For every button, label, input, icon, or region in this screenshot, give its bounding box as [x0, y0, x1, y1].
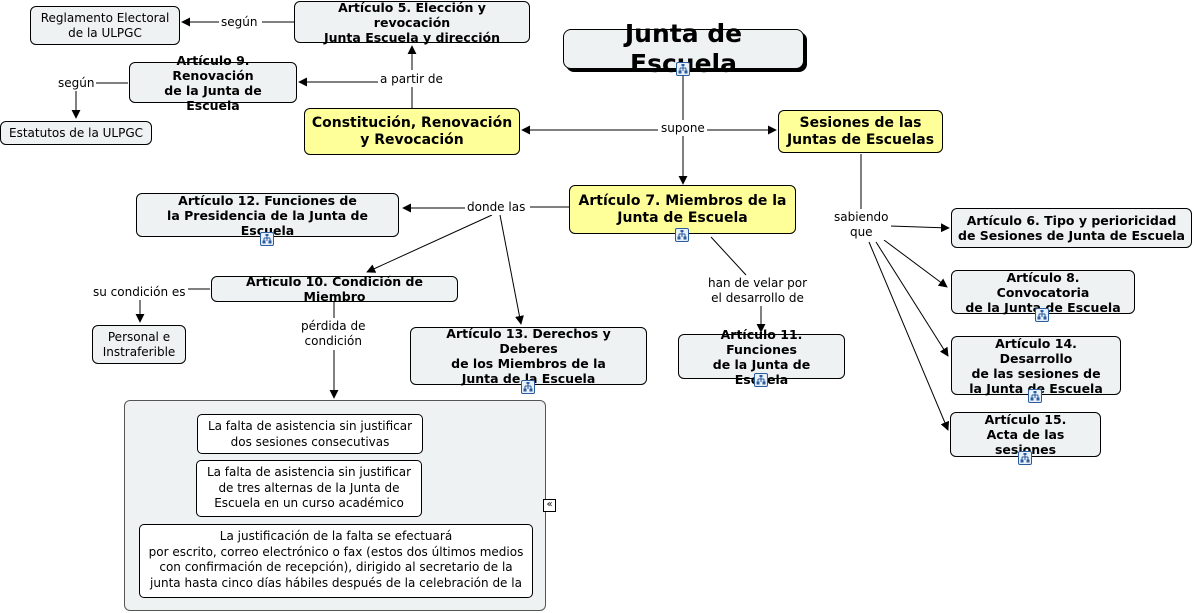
node-art14-label: Artículo 14. Desarrollo de las sesiones …	[969, 335, 1103, 396]
node-art12-label: Artículo 12. Funciones de la Presidencia…	[167, 192, 368, 238]
resource-icon[interactable]	[1035, 308, 1049, 322]
resource-icon[interactable]	[260, 232, 274, 246]
link-label-velar: han de velar por el desarrollo de	[706, 276, 810, 306]
link-label-segun: según	[56, 76, 97, 91]
node-art8-label: Artículo 8. Convocatoria de la Junta de …	[965, 269, 1121, 315]
link-label-a-partir-de: a partir de	[378, 72, 445, 87]
group-item[interactable]: La falta de asistencia sin justificar de…	[196, 460, 422, 517]
group-item[interactable]: La falta de asistencia sin justificar do…	[197, 414, 423, 454]
resource-icon[interactable]	[1028, 389, 1042, 403]
node-art8[interactable]: Artículo 8. Convocatoria de la Junta de …	[951, 269, 1135, 315]
node-art7-label: Artículo 7. Miembros de la Junta de Escu…	[578, 192, 787, 226]
node-art10-label: Artículo 10. Condición de Miembro	[246, 274, 423, 304]
resource-icon[interactable]	[1018, 451, 1032, 465]
link-label-perdida: pérdida de condición	[299, 319, 368, 349]
node-estatutos-label: Estatutos de la ULPGC	[8, 125, 143, 140]
resource-icon[interactable]	[675, 228, 689, 242]
node-art10[interactable]: Artículo 10. Condición de Miembro	[211, 274, 458, 304]
link-label-supone: supone	[659, 121, 707, 136]
node-personal-label: Personal e Instraferible	[102, 329, 176, 359]
node-art5-label: Artículo 5. Elección y revocación Junta …	[323, 0, 500, 45]
node-art9-label: Artículo 9. Renovación de la Junta de Es…	[164, 52, 262, 113]
perdida-condicion-group[interactable]: La falta de asistencia sin justificar do…	[124, 400, 546, 611]
collapse-icon[interactable]: «	[543, 499, 556, 512]
node-art15[interactable]: Artículo 15. Acta de las sesiones	[950, 412, 1101, 457]
node-art5[interactable]: Artículo 5. Elección y revocación Junta …	[294, 0, 530, 45]
node-art6-label: Artículo 6. Tipo y perioricidad de Sesio…	[958, 213, 1185, 243]
node-constitucion-label: Constitución, Renovación y Revocación	[311, 114, 513, 148]
link-label-donde-las: donde las	[465, 200, 528, 215]
node-constitucion[interactable]: Constitución, Renovación y Revocación	[304, 108, 520, 155]
node-art7[interactable]: Artículo 7. Miembros de la Junta de Escu…	[569, 185, 796, 234]
node-art12[interactable]: Artículo 12. Funciones de la Presidencia…	[136, 192, 399, 238]
resource-icon[interactable]	[676, 62, 690, 76]
node-art13[interactable]: Artículo 13. Derechos y Deberes de los M…	[410, 326, 647, 386]
node-reglamento-label: Reglamento Electoral de la ULPGC	[40, 10, 170, 40]
resource-icon[interactable]	[521, 380, 535, 394]
link-label-sabiendo: sabiendo que	[832, 210, 891, 240]
node-art6[interactable]: Artículo 6. Tipo y perioricidad de Sesio…	[951, 208, 1192, 248]
node-art15-label: Artículo 15. Acta de las sesiones	[984, 412, 1067, 457]
node-reglamento[interactable]: Reglamento Electoral de la ULPGC	[30, 6, 180, 45]
node-art11[interactable]: Artículo 11. Funciones de la Junta de Es…	[678, 327, 845, 387]
link-label-su-condicion: su condición es	[91, 285, 188, 300]
node-estatutos[interactable]: Estatutos de la ULPGC	[0, 121, 152, 145]
node-art13-label: Artículo 13. Derechos y Deberes de los M…	[446, 326, 611, 386]
node-sesiones-label: Sesiones de las Juntas de Escuelas	[786, 114, 935, 148]
node-sesiones[interactable]: Sesiones de las Juntas de Escuelas	[778, 110, 943, 153]
node-art9[interactable]: Artículo 9. Renovación de la Junta de Es…	[129, 53, 297, 113]
node-art14[interactable]: Artículo 14. Desarrollo de las sesiones …	[951, 335, 1121, 396]
group-item[interactable]: La justificación de la falta se efectuar…	[139, 524, 533, 598]
link-label-segun: según	[219, 15, 260, 30]
node-personal[interactable]: Personal e Instraferible	[92, 325, 186, 364]
resource-icon[interactable]	[754, 373, 768, 387]
